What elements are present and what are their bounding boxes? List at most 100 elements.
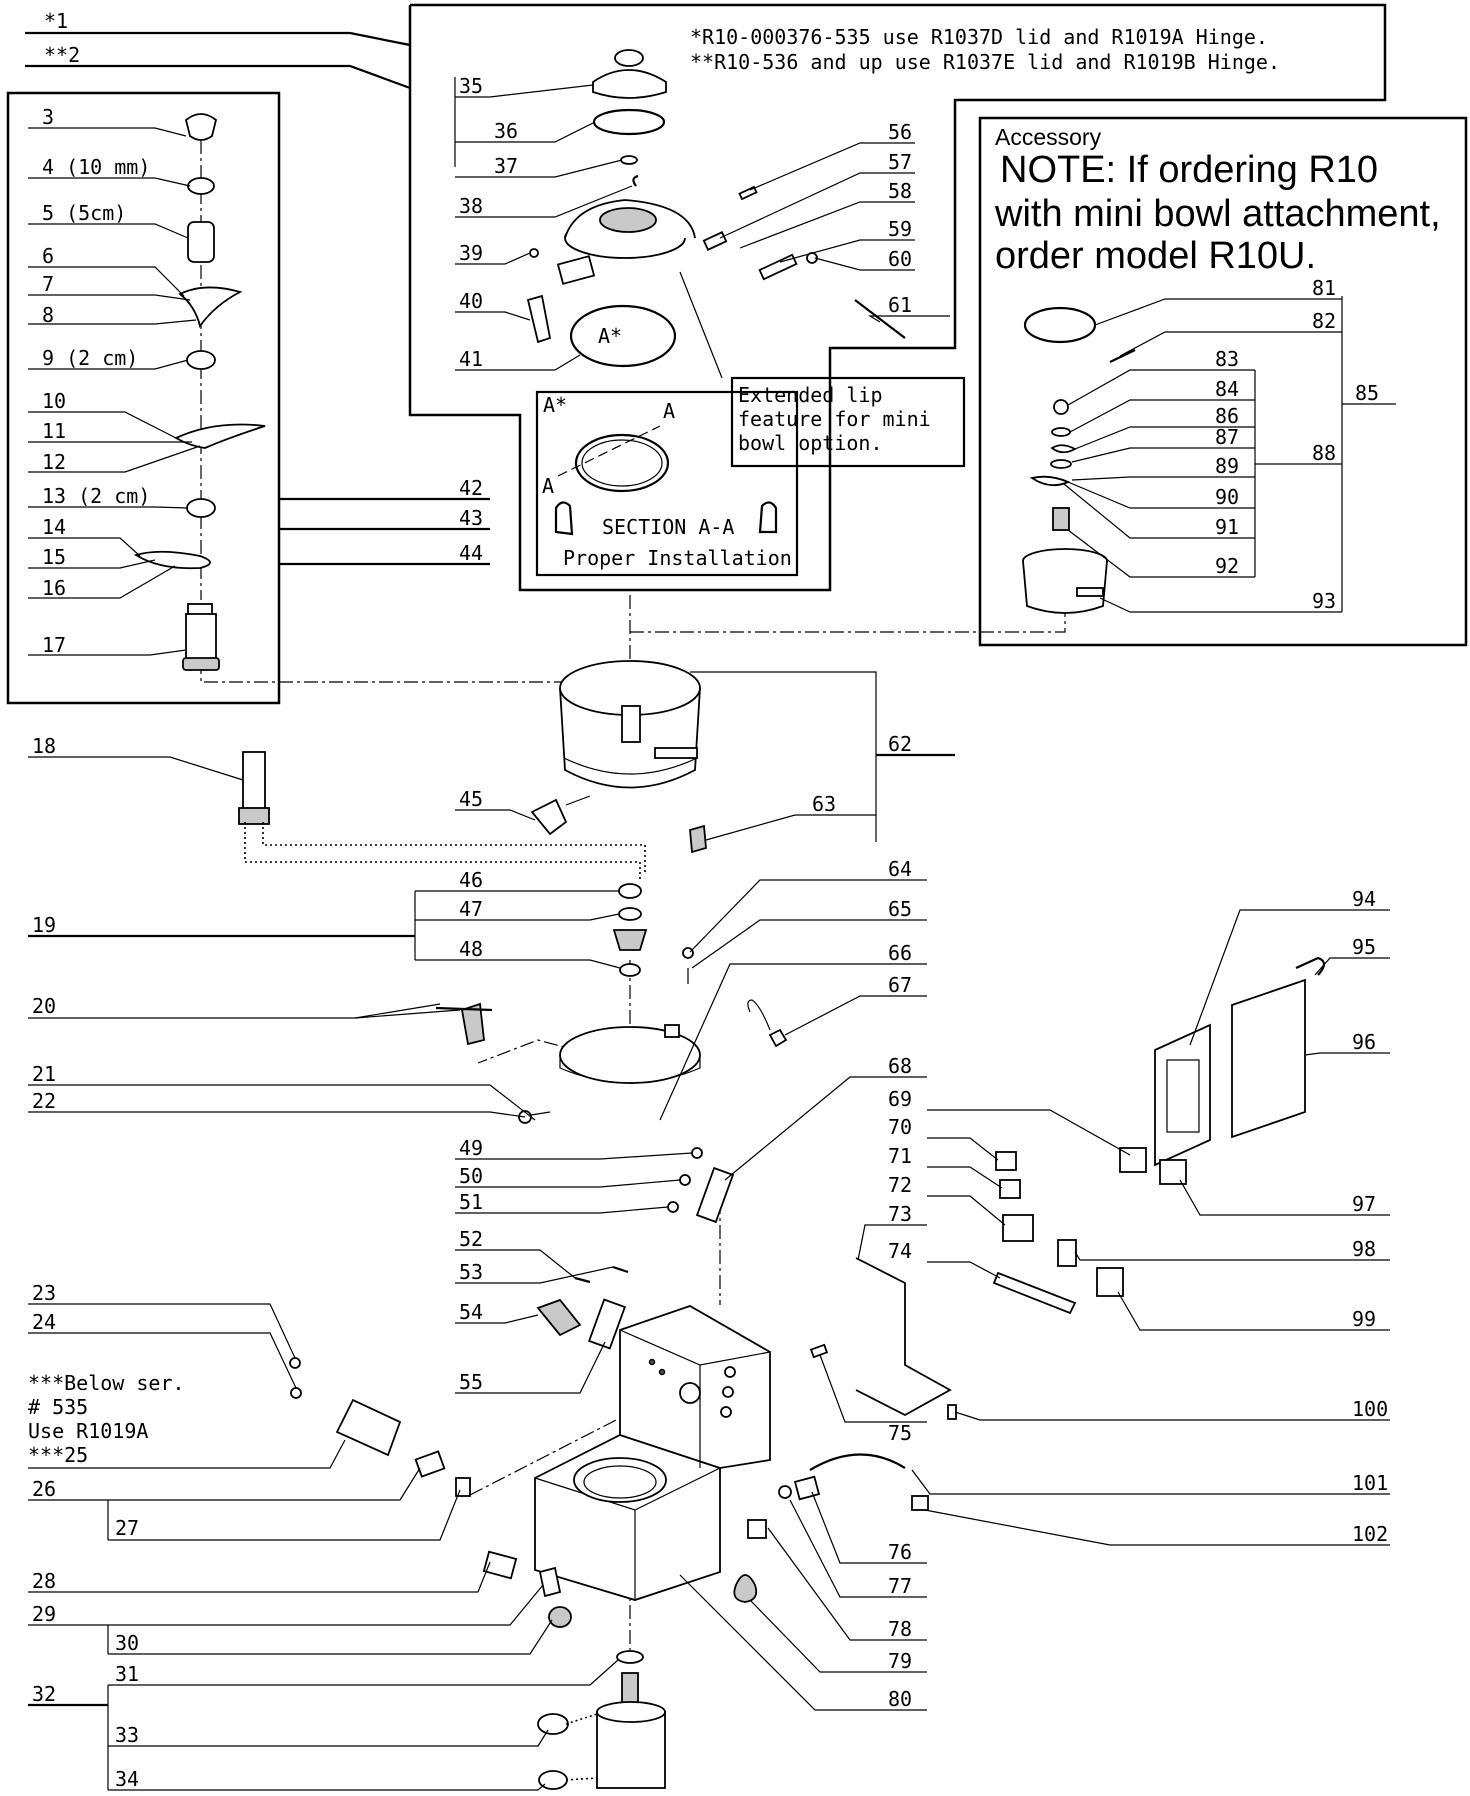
- section-gasket-inner: [581, 439, 663, 487]
- leader-73: [857, 1224, 927, 1261]
- mini-shaft-part: [1052, 507, 1070, 531]
- bottom-latch-part: [538, 1566, 562, 1598]
- label-36: 36: [494, 119, 518, 143]
- motor-top-part: [596, 1701, 666, 1723]
- section-title: SECTION A-A: [602, 515, 734, 539]
- leader-96: [1304, 1052, 1390, 1056]
- leader-48: [415, 959, 621, 969]
- label-68: 68: [888, 1054, 912, 1078]
- label-48: 48: [459, 937, 483, 961]
- note-text: *1 **2 *R10-000376-535 use R1037D lid an…: [28, 9, 1441, 1467]
- bowl-band-part: [563, 757, 698, 775]
- mini-bowl-handle-part: [1076, 587, 1104, 597]
- leader-37: [455, 159, 623, 178]
- label-62: 62: [888, 732, 912, 756]
- label-83: 83: [1215, 347, 1239, 371]
- leader-61: [867, 315, 950, 323]
- label-64: 64: [888, 857, 912, 881]
- section-a-label-right: A: [663, 399, 675, 423]
- long-bolt-part: [854, 299, 906, 339]
- lid-group-box: [408, 3, 1387, 592]
- label-93: 93: [1312, 589, 1336, 613]
- label-60: 60: [888, 247, 912, 271]
- leader-86: [1074, 426, 1255, 450]
- label-33: 33: [115, 1723, 139, 1747]
- star1-leader: [25, 31, 411, 47]
- label-13: 13 (2 cm): [42, 484, 150, 508]
- lid-parts: A*: [526, 49, 906, 368]
- leader-80: [679, 1574, 927, 1711]
- leader-60: [814, 257, 915, 271]
- strain-relief-part: [793, 1475, 821, 1501]
- housing-switch-hole: [679, 1382, 701, 1404]
- leader-71: [927, 1166, 1003, 1189]
- leader-39: [455, 252, 531, 265]
- leader-23: [28, 1303, 296, 1359]
- leader-26b: [108, 1467, 421, 1501]
- label-76: 76: [888, 1540, 912, 1564]
- section-a-a-drawing: [554, 425, 778, 536]
- label-63: 63: [812, 792, 836, 816]
- label-101: 101: [1352, 1471, 1388, 1495]
- accessory-note-line3: order model R10U.: [995, 235, 1316, 277]
- label-61: 61: [888, 293, 912, 317]
- serial-note-line1: *R10-000376-535 use R1037D lid and R1019…: [690, 25, 1268, 49]
- switch-light-3: [667, 1201, 679, 1213]
- leader-81: [1094, 298, 1342, 326]
- leader-13: [28, 506, 189, 509]
- interlock-hinge-part: [335, 1398, 402, 1457]
- panel-terminal-part: [947, 1404, 957, 1420]
- label-44: 44: [459, 541, 483, 565]
- bowl-knob-part: [530, 798, 568, 836]
- housing-dot-1: [648, 1358, 656, 1366]
- label-47: 47: [459, 897, 483, 921]
- label-80: 80: [888, 1687, 912, 1711]
- magnet-switch-part: [768, 1028, 788, 1048]
- leader-82: [1119, 331, 1342, 357]
- leader-29: [28, 1584, 544, 1626]
- leader-92: [1067, 529, 1255, 578]
- label-87: 87: [1215, 425, 1239, 449]
- interlock-parts: [289, 1357, 471, 1497]
- hinge-screw-part: [529, 248, 539, 258]
- label-50: 50: [459, 1164, 483, 1188]
- section-cut-line: [557, 425, 661, 477]
- housing-bowl-seat-inner: [583, 1465, 657, 1499]
- part-labels: 3 4 (10 mm) 5 (5cm) 6 7 8 9 (2 cm) 10 11…: [32, 74, 1388, 1791]
- interlock-screw-1: [289, 1357, 301, 1369]
- leader-56: [749, 142, 915, 191]
- motor-washer-part: [616, 1650, 644, 1664]
- clip-part: [632, 174, 639, 187]
- label-75: 75: [888, 1421, 912, 1445]
- leader-52: [455, 1249, 576, 1279]
- switch-light-1: [691, 1147, 703, 1159]
- base-foot-stud: [530, 1111, 551, 1116]
- star1-label: *1: [44, 9, 68, 33]
- label-54: 54: [459, 1300, 483, 1324]
- label-102: 102: [1352, 1522, 1388, 1546]
- seal-body-part: [612, 929, 648, 951]
- bowl-gasket-part: [569, 304, 677, 368]
- label-55: 55: [459, 1370, 483, 1394]
- capacitor-part: [1057, 1239, 1077, 1267]
- drive-shaft-part: [242, 751, 266, 813]
- blade-top-part: [178, 286, 243, 329]
- seal-top-part: [618, 883, 642, 899]
- rubber-foot-part: [733, 1574, 758, 1603]
- label-52: 52: [459, 1227, 483, 1251]
- label-34: 34: [115, 1767, 139, 1791]
- label-40: 40: [459, 289, 483, 313]
- accessory-parts: [1022, 306, 1136, 614]
- bottom-parts: [482, 1550, 666, 1790]
- housing-light-hole-2: [722, 1386, 734, 1398]
- leader-66: [659, 963, 927, 1121]
- spacer-10mm-part: [187, 177, 215, 195]
- leader-69: [927, 1109, 1131, 1156]
- label-3: 3: [42, 105, 54, 129]
- leader-6: [28, 266, 185, 297]
- leader-47: [415, 913, 620, 921]
- switch-parts: [536, 1147, 735, 1350]
- accessory-heading: Accessory: [995, 124, 1102, 150]
- leader-68: [724, 1076, 927, 1181]
- leader-91: [1063, 483, 1255, 539]
